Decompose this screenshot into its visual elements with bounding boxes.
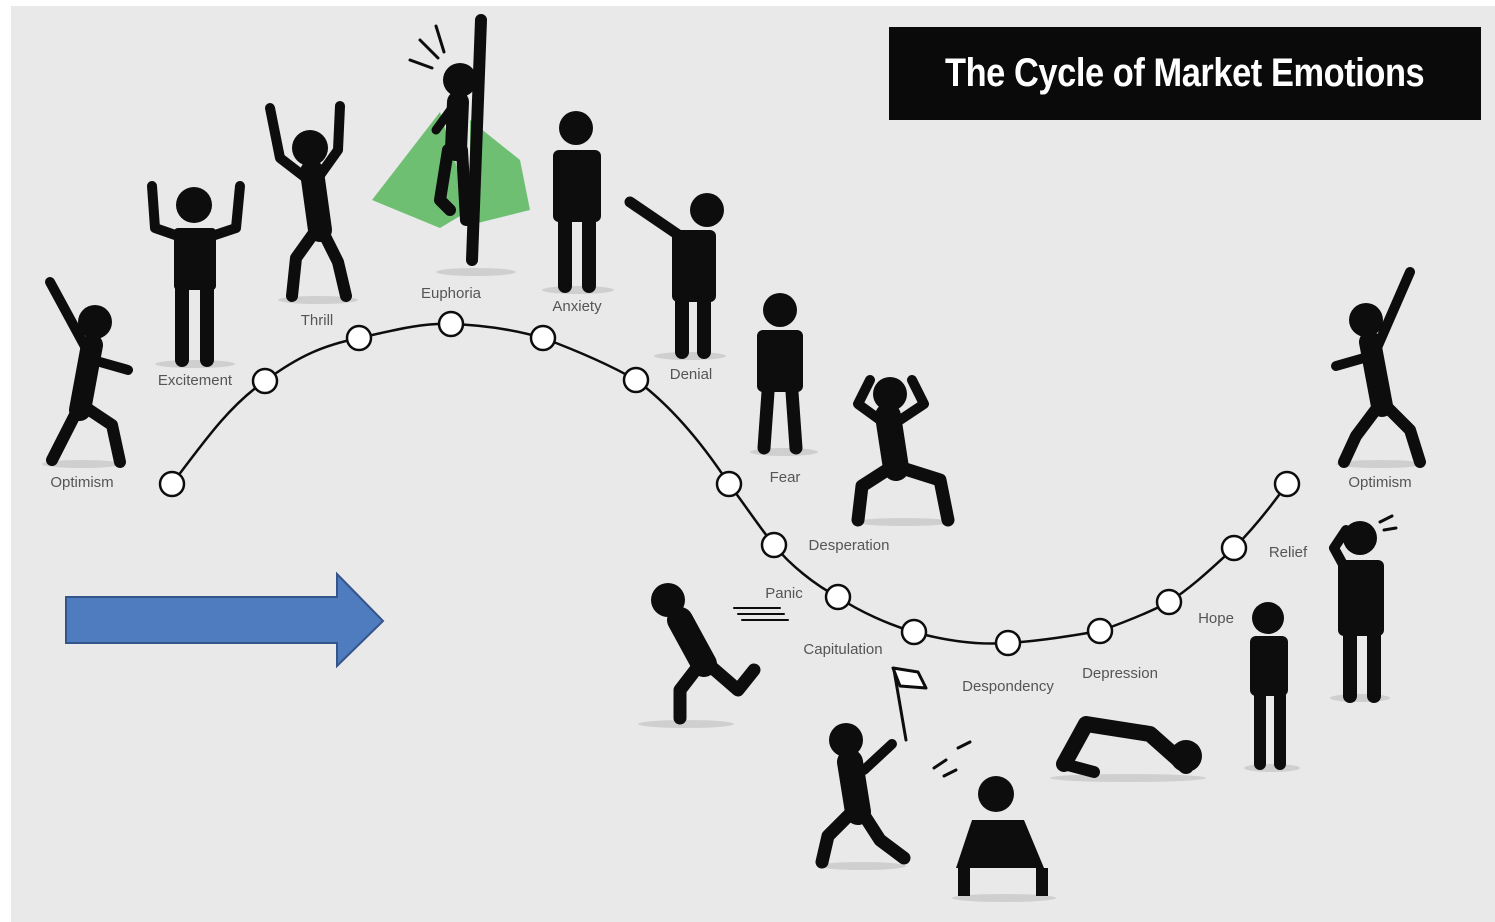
node-denial [622,366,650,394]
stick-figure-icon [638,583,789,728]
stick-figure-icon [42,277,133,468]
label-fear: Fear [769,469,801,486]
label-despondency: Despondency [962,678,1054,695]
label-depression: Depression [1082,665,1158,682]
node-optimism-end [1273,470,1301,498]
stick-figure-icon [1331,267,1426,468]
label-anxiety: Anxiety [552,298,602,315]
label-optimism: Optimism [50,474,114,491]
stick-figure-icon [932,740,1056,902]
stick-figure-icon [815,666,928,870]
node-panic [824,583,852,611]
label-desperation: Desperation [808,537,890,554]
stick-figure-icon [624,193,726,360]
diagram-title: The Cycle of Market Emotions [945,51,1425,95]
node-fear [715,470,743,498]
stick-figure-icon [851,375,955,527]
stick-figure-icon [1244,602,1300,772]
label-euphoria: Euphoria [420,285,482,302]
stick-figure-icon [542,111,614,294]
node-anxiety [529,324,557,352]
title-banner: The Cycle of Market Emotions [889,27,1481,120]
stick-figure-icon [147,181,245,368]
node-euphoria [437,310,465,338]
node-hope [1155,588,1183,616]
node-depression [1086,617,1114,645]
label-excitement: Excitement [157,372,233,389]
stick-figure-icon [750,293,818,456]
node-thrill [345,324,373,352]
cycle-nodes [158,310,1301,657]
node-relief [1220,534,1248,562]
label-optimism-end: Optimism [1348,474,1412,491]
label-panic: Panic [765,585,803,602]
node-despondency [994,629,1022,657]
node-excitement [251,367,279,395]
label-thrill: Thrill [300,312,334,329]
node-desperation [760,531,788,559]
label-hope: Hope [1198,610,1234,627]
stick-figure-icon [1329,514,1398,703]
label-denial: Denial [669,366,713,383]
stick-figure-icon [372,14,530,276]
label-relief: Relief [1268,544,1308,561]
flag-icon [891,666,928,690]
stick-figure-icon [1050,716,1206,782]
arrow-icon [65,571,385,669]
stick-figure-icon [265,101,358,304]
node-optimism [158,470,186,498]
node-capitulation [900,618,928,646]
label-capitulation: Capitulation [803,641,883,658]
